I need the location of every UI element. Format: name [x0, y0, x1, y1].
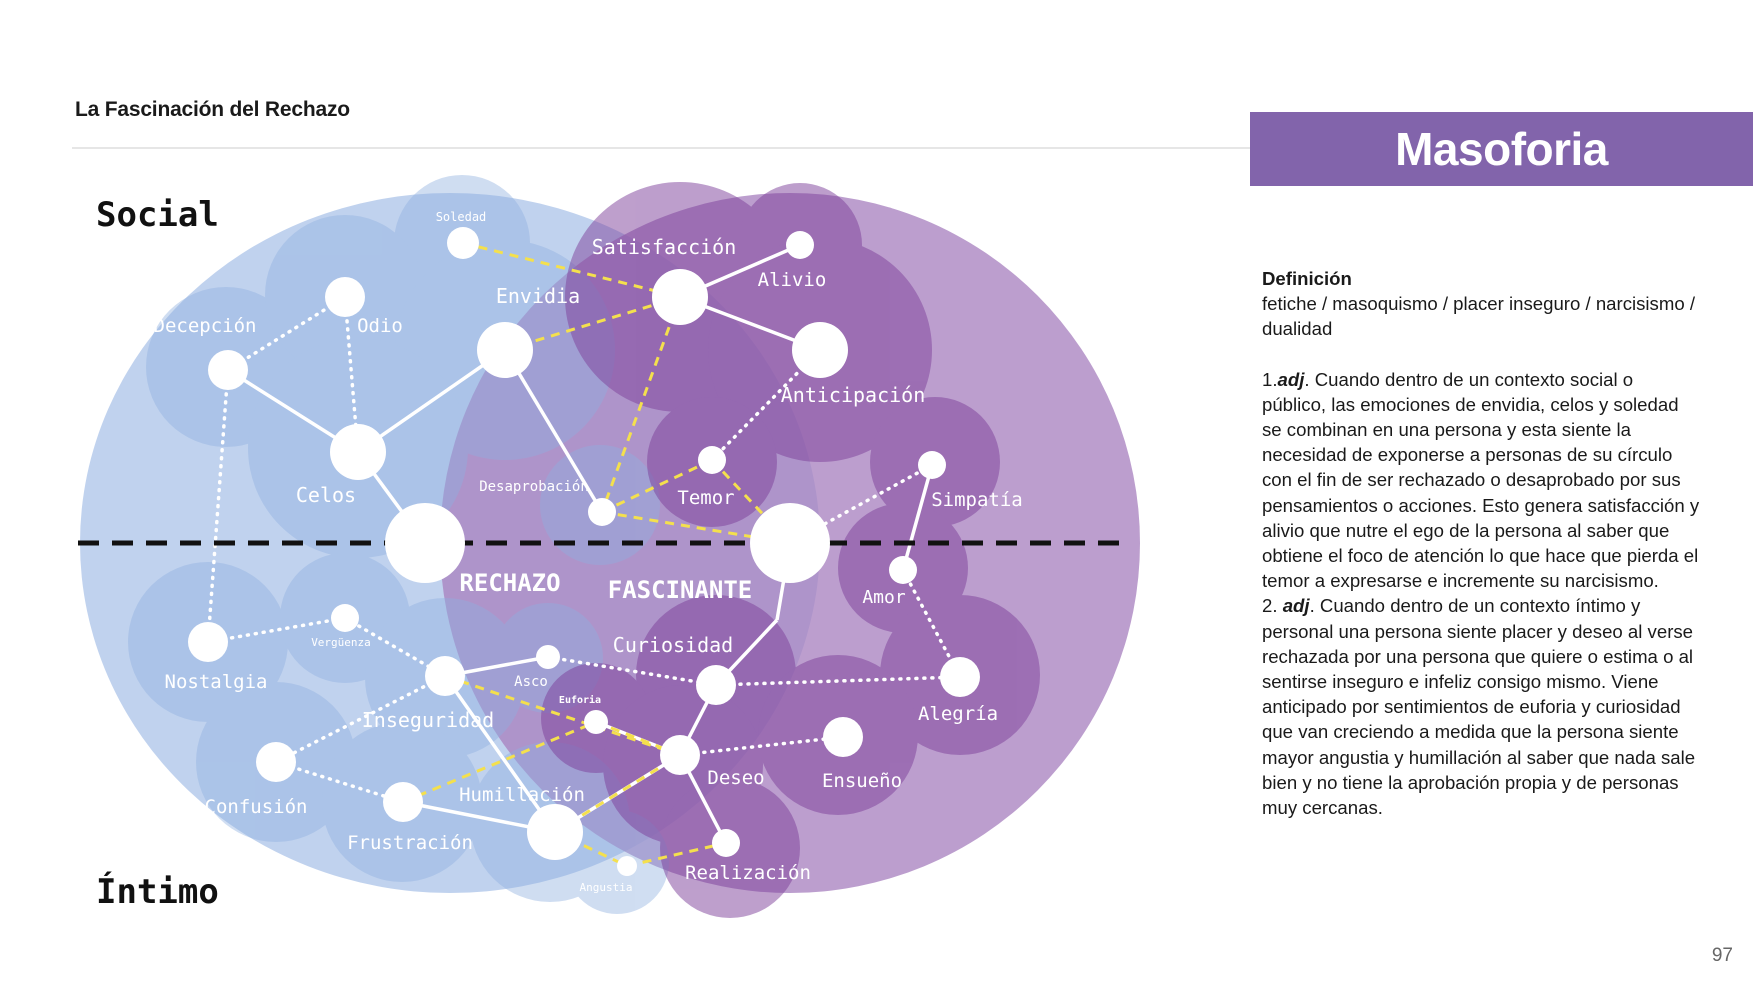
- yellow-link: [462, 241, 681, 299]
- yellow-link: [710, 458, 792, 545]
- definition-1-number: 1.: [1262, 368, 1278, 390]
- link: [357, 348, 506, 454]
- emotion-label: Amor: [862, 587, 906, 608]
- ensueno-node: [823, 717, 863, 757]
- yellow-link: [504, 295, 681, 352]
- emotion-diagram: Social Íntimo RECHAZO FASCINANTE Soledad…: [78, 175, 1140, 918]
- emotion-label: Temor: [677, 487, 734, 509]
- emotion-label: Angustia: [580, 881, 633, 894]
- emotion-labels: Soledad Satisfacción Alivio Envidia Dece…: [154, 210, 1023, 894]
- celos-node: [330, 424, 386, 480]
- header-divider: [72, 147, 1250, 149]
- emotion-label: Ensueño: [822, 770, 902, 792]
- social-label: Social: [96, 195, 219, 235]
- emotion-label: Nostalgia: [165, 671, 268, 693]
- angustia-node: [617, 856, 637, 876]
- link: [443, 674, 557, 834]
- anticipacion-node: [792, 322, 848, 378]
- realizacion-node: [712, 829, 740, 857]
- emotion-label: Realización: [685, 862, 811, 884]
- definition-1-pos: adj: [1277, 368, 1305, 390]
- emotion-label: Deseo: [707, 767, 764, 789]
- page-title: La Fascinación del Rechazo: [75, 98, 350, 121]
- definition-keywords: fetiche / masoquismo / placer inseguro /…: [1262, 293, 1696, 340]
- dotted-link: [226, 295, 347, 372]
- alegria-node: [940, 657, 980, 697]
- dotted-link: [274, 760, 405, 804]
- curiosidad-node: [696, 665, 736, 705]
- yellow-link: [601, 458, 713, 514]
- definition-1: 1.adj. Cuando dentro de un contexto soci…: [1262, 367, 1702, 594]
- yellow-link: [600, 296, 682, 513]
- emotion-label: Envidia: [496, 284, 580, 308]
- rechazo-label: RECHAZO: [459, 569, 560, 597]
- fascinante-label: FASCINANTE: [608, 576, 753, 604]
- emotion-label: Asco: [514, 674, 548, 690]
- yellow-link: [402, 720, 597, 804]
- nostalgia-node: [188, 622, 228, 662]
- definition-2-text: . Cuando dentro de un contexto íntimo y …: [1262, 595, 1696, 819]
- dotted-link: [678, 735, 845, 757]
- definition-title: Definición: [1262, 268, 1352, 289]
- emotion-label: Euforia: [559, 694, 601, 706]
- emotion-label: Confusión: [205, 796, 308, 818]
- emotion-label: Satisfacción: [592, 235, 737, 259]
- link: [901, 464, 934, 571]
- dotted-link: [714, 675, 962, 687]
- dotted-link: [206, 368, 230, 644]
- dotted-link: [788, 463, 934, 545]
- emotion-label: Desaprobación: [479, 479, 589, 495]
- definition-2: 2. adj. Cuando dentro de un contexto ínt…: [1262, 593, 1702, 820]
- yellow-link: [554, 830, 628, 868]
- temor-node: [698, 446, 726, 474]
- emotion-label: Celos: [296, 483, 356, 507]
- nodes: [188, 227, 980, 876]
- yellow-link: [626, 841, 727, 868]
- decepcion-node: [208, 350, 248, 390]
- emotion-label: Frustración: [347, 832, 473, 854]
- intimo-label: Íntimo: [96, 871, 219, 912]
- emotion-label: Soledad: [436, 210, 487, 224]
- dotted-link: [206, 616, 347, 644]
- emotion-label: Humillación: [459, 784, 585, 806]
- inseguridad-node: [425, 656, 465, 696]
- satisfaccion-node: [652, 269, 708, 325]
- emotion-label: Alegría: [918, 703, 998, 725]
- emotion-label: Odio: [357, 315, 403, 337]
- emotion-label: Anticipación: [781, 383, 926, 407]
- deseo-node: [660, 735, 700, 775]
- emotion-label: Curiosidad: [613, 633, 733, 657]
- emotion-label: Simpatía: [931, 489, 1023, 511]
- definition-1-text: . Cuando dentro de un contexto social o …: [1262, 368, 1700, 592]
- simpatia-node: [918, 451, 946, 479]
- page-number: 97: [1711, 945, 1733, 966]
- asco-node: [536, 645, 560, 669]
- odio-node: [325, 277, 365, 317]
- term-title: Masoforia: [1395, 123, 1608, 175]
- verguenza-node: [331, 604, 359, 632]
- amor-node: [889, 556, 917, 584]
- emotion-label: Alivio: [758, 269, 827, 291]
- soledad-node: [447, 227, 479, 259]
- fascinante-node: [750, 503, 830, 583]
- emotion-label: Vergüenza: [311, 636, 371, 649]
- definition-panel: Definición fetiche / masoquismo / placer…: [1262, 266, 1702, 820]
- rechazo-node: [385, 503, 465, 583]
- definition-2-pos: adj: [1282, 595, 1310, 617]
- emotion-label: Decepción: [154, 315, 257, 337]
- alivio-node: [786, 231, 814, 259]
- confusion-node: [256, 742, 296, 782]
- emotion-label: Inseguridad: [362, 708, 494, 732]
- link: [503, 349, 604, 513]
- definition-2-number: 2.: [1262, 595, 1283, 617]
- envidia-node: [477, 322, 533, 378]
- desaprobacion-node: [588, 498, 616, 526]
- euforia-node: [584, 710, 608, 734]
- humillacion-node: [527, 804, 583, 860]
- dotted-link: [274, 674, 447, 764]
- term-banner: Masoforia: [1250, 112, 1753, 186]
- frustracion-node: [383, 782, 423, 822]
